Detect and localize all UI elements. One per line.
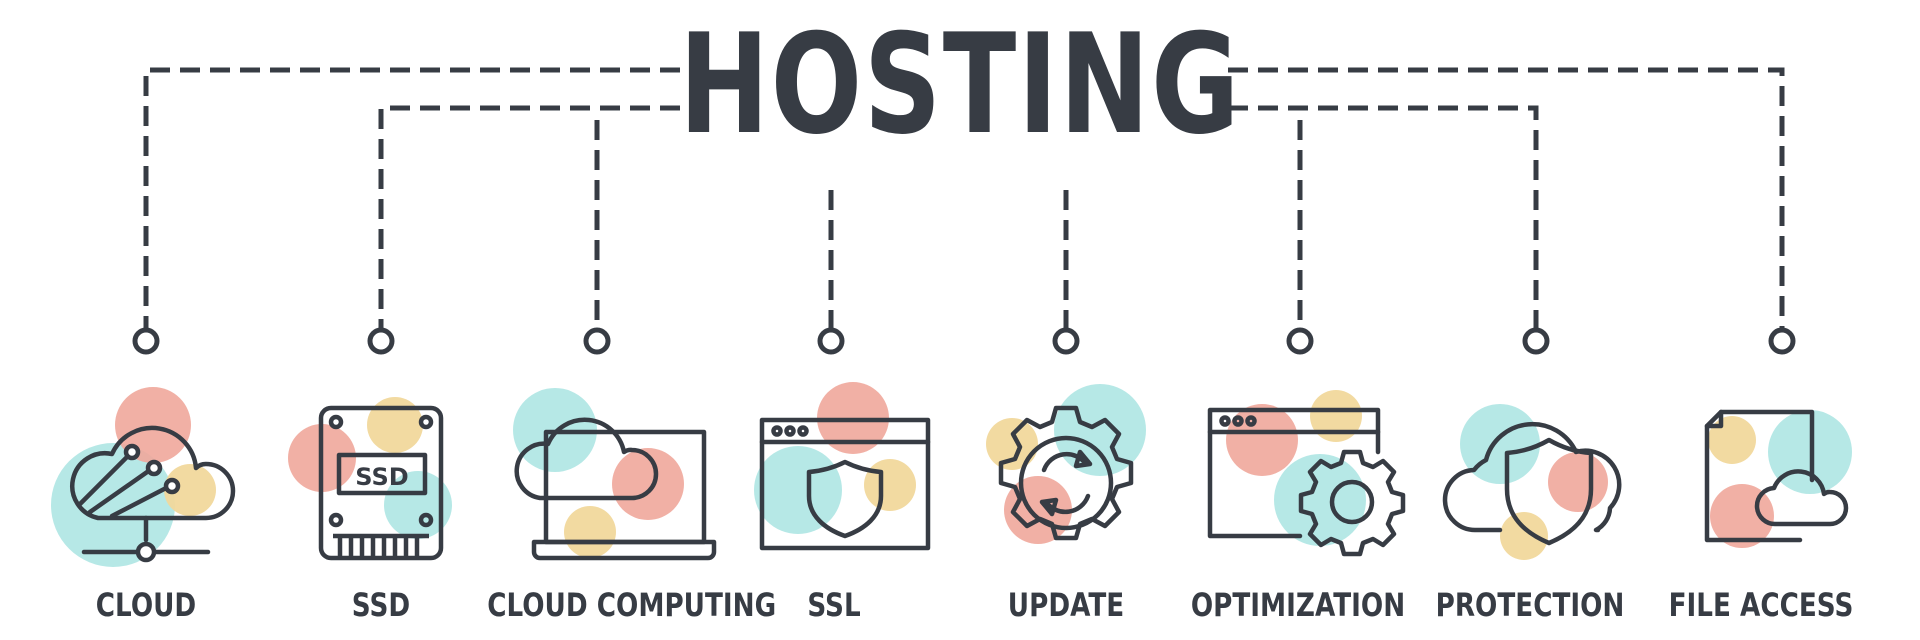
endpoint-update [1052, 327, 1080, 355]
endpoint-cloud-computing [583, 327, 611, 355]
label-update: UPDATE [1007, 586, 1125, 624]
label-ssl: SSL [807, 586, 861, 624]
endpoint-file-access [1768, 327, 1796, 355]
label-ssd: SSD [351, 586, 411, 624]
endpoint-cloud [132, 327, 160, 355]
endpoint-optimization [1286, 327, 1314, 355]
browser-gear-icon [1207, 390, 1406, 557]
ssd-icon: SSD [288, 397, 452, 561]
file-cloud-icon [1704, 409, 1852, 548]
label-file-access: FILE ACCESS [1668, 586, 1854, 624]
gear-refresh-icon [986, 384, 1146, 544]
svg-text:SSD: SSD [355, 463, 408, 491]
endpoint-ssd [367, 327, 395, 355]
connector-protection [1228, 105, 1539, 330]
cloud-network-icon [51, 387, 236, 567]
endpoint-protection [1522, 327, 1550, 355]
browser-shield-icon [754, 382, 931, 551]
label-cloud-computing: CLOUD COMPUTING [487, 586, 777, 624]
endpoint-ssl [817, 327, 845, 355]
label-protection: PROTECTION [1435, 586, 1625, 624]
connector-endpoints [132, 327, 1796, 355]
connector-cloud [143, 67, 680, 330]
label-cloud: CLOUD [95, 586, 197, 624]
connector-file-access [1228, 67, 1785, 330]
page-title: HOSTING [679, 4, 1241, 165]
connector-ssd [378, 105, 680, 330]
label-optimization: OPTIMIZATION [1190, 586, 1406, 624]
cloud-laptop-icon [513, 388, 717, 561]
cloud-shield-icon [1442, 404, 1622, 560]
connector-lines [143, 67, 1785, 330]
